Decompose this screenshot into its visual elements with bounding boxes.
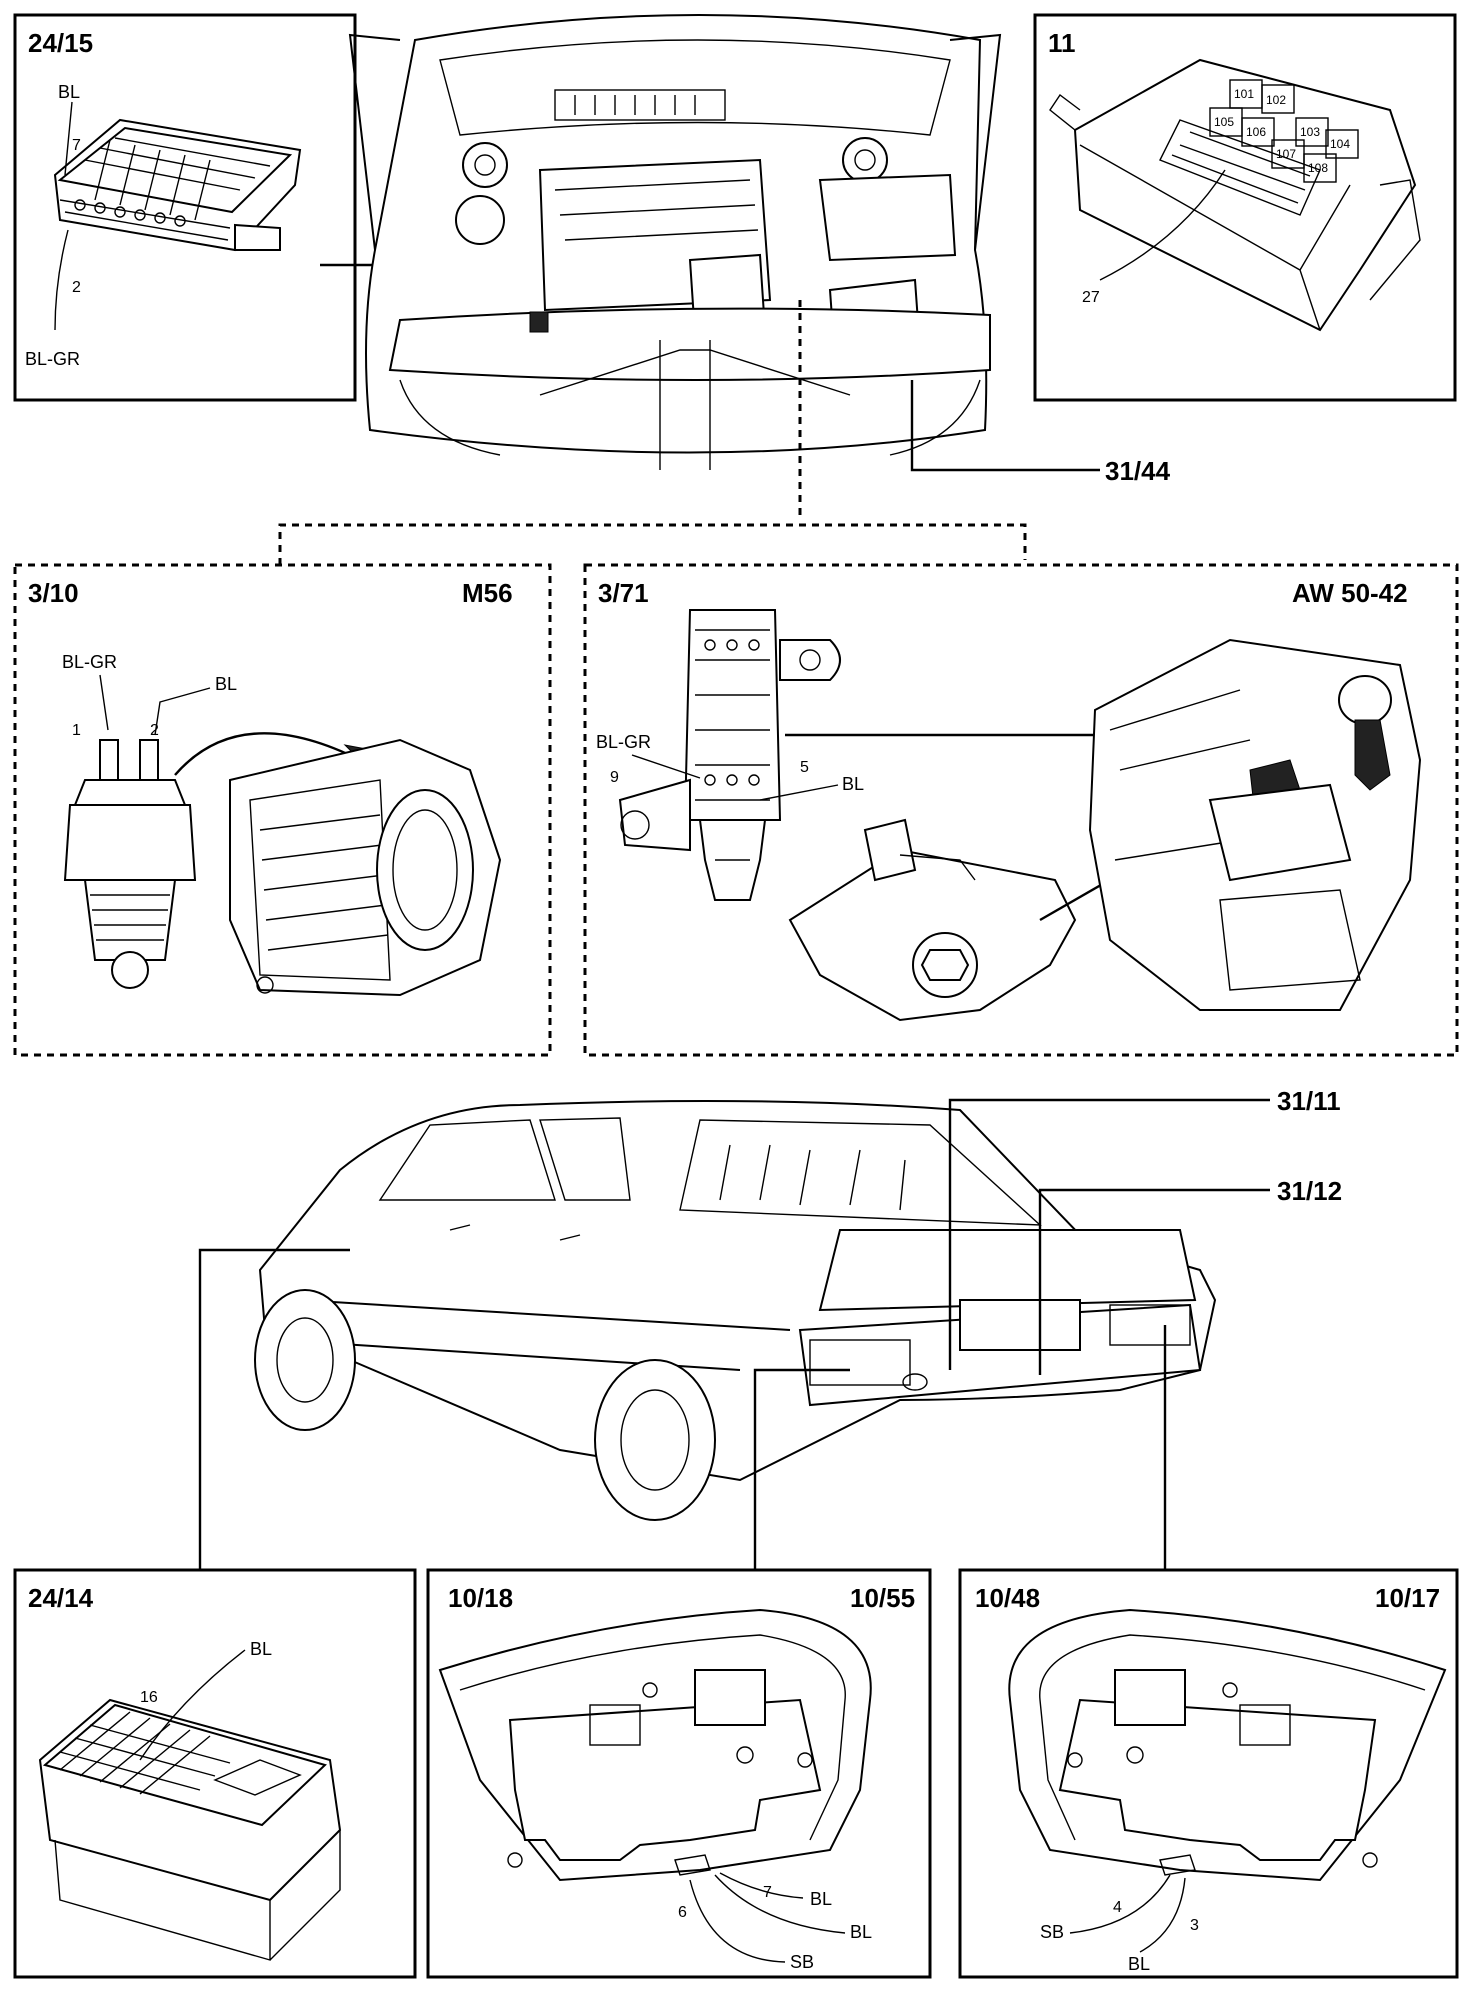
- pin-2-label: 2: [72, 279, 81, 296]
- wire-color-bl: BL: [58, 82, 80, 102]
- connector-24-15-drawing: [53, 118, 302, 252]
- relay-108: 108: [1308, 161, 1328, 175]
- manual-gearbox-drawing: [229, 738, 502, 997]
- wire-color-bl: BL: [1128, 1954, 1150, 1974]
- panel-3-71-code: AW 50-42: [1292, 578, 1408, 608]
- pin-16-label: 16: [140, 1689, 158, 1706]
- car-rear-view-drawing: [254, 1100, 1217, 1521]
- leader-31-11: [948, 1098, 1270, 1370]
- wire-color-bl: BL: [842, 774, 864, 794]
- leader-24-14: [198, 1248, 350, 1570]
- relay-107: 107: [1276, 147, 1296, 161]
- panel-24-15-title: 24/15: [28, 28, 93, 58]
- panel-10-18: 10/18 10/55 7 6 BL BL SB: [426, 1568, 932, 1979]
- pin-3-label: 3: [1190, 1917, 1199, 1934]
- central-electrical-unit-drawing: [1049, 58, 1421, 332]
- wire-color-bl: BL: [215, 674, 237, 694]
- panel-3-71-title: 3/71: [598, 578, 649, 608]
- leader-10-18: [753, 1368, 850, 1570]
- panel-10-48: 10/48 10/17 4 3 SB BL: [958, 1568, 1459, 1979]
- callout-31-11: 31/11: [1277, 1086, 1341, 1116]
- panel-3-10-code: M56: [462, 578, 513, 608]
- relay-105: 105: [1214, 115, 1234, 129]
- pin-9-label: 9: [610, 769, 619, 786]
- pin-7-label: 7: [72, 137, 81, 154]
- engine-bay-drawing: [348, 14, 1002, 470]
- reverse-light-switch-drawing: [63, 739, 197, 989]
- panel-11: 11 101 102 105 106 103 107 104 108 27: [1033, 13, 1457, 402]
- panel-24-14-title: 24/14: [28, 1583, 94, 1613]
- relay-102: 102: [1266, 93, 1286, 107]
- wire-color-bl-1: BL: [810, 1889, 832, 1909]
- wire-color-bl-gr: BL-GR: [62, 652, 117, 672]
- tail-light-left-drawing: [438, 1608, 872, 1882]
- panel-3-71: 3/71 AW 50-42 BL-GR 9 5 BL: [583, 563, 1459, 1057]
- arrow-to-gearbox: [174, 732, 361, 776]
- pin-5-label: 5: [800, 759, 809, 776]
- relay-101: 101: [1234, 87, 1254, 101]
- callout-31-12: 31/12: [1277, 1176, 1342, 1206]
- wire-color-sb: SB: [790, 1952, 814, 1972]
- wire-color-bl: BL: [250, 1639, 272, 1659]
- neutral-start-switch-drawing: [788, 818, 1077, 1022]
- panel-24-15: 24/15 BL 7 2 BL-GR: [13, 13, 357, 402]
- pin-1-label: 1: [72, 722, 81, 739]
- relay-104: 104: [1330, 137, 1350, 151]
- pin-4-label: 4: [1113, 1899, 1122, 1916]
- pin-6-label: 6: [678, 1904, 687, 1921]
- connector-24-14-drawing: [38, 1698, 342, 1961]
- pin-2-label: 2: [150, 722, 159, 739]
- panel-10-18-code: 10/55: [850, 1583, 915, 1613]
- panel-10-48-title: 10/48: [975, 1583, 1040, 1613]
- panel-3-10-title: 3/10: [28, 578, 79, 608]
- leader-31-44: [910, 380, 1100, 472]
- panel-24-14: 24/14 16 BL: [13, 1568, 417, 1979]
- relay-103: 103: [1300, 125, 1320, 139]
- dashed-link: [278, 300, 1027, 565]
- pin-27-label: 27: [1082, 289, 1100, 306]
- panel-11-title: 11: [1048, 28, 1076, 58]
- tail-light-right-drawing: [1008, 1608, 1447, 1882]
- panel-10-48-code: 10/17: [1375, 1583, 1440, 1613]
- wire-color-bl-gr: BL-GR: [596, 732, 651, 752]
- leader-31-12: [1038, 1188, 1270, 1375]
- callout-31-44: 31/44: [1105, 456, 1171, 486]
- wire-color-bl-2: BL: [850, 1922, 872, 1942]
- wire-color-bl-gr: BL-GR: [25, 349, 80, 369]
- panel-10-18-title: 10/18: [448, 1583, 513, 1613]
- panel-3-10: 3/10 M56 BL-GR BL 1 2: [13, 563, 552, 1057]
- gear-selector-switch-drawing: [618, 609, 841, 901]
- relay-106: 106: [1246, 125, 1266, 139]
- automatic-transmission-drawing: [1088, 638, 1422, 1011]
- wire-color-sb: SB: [1040, 1922, 1064, 1942]
